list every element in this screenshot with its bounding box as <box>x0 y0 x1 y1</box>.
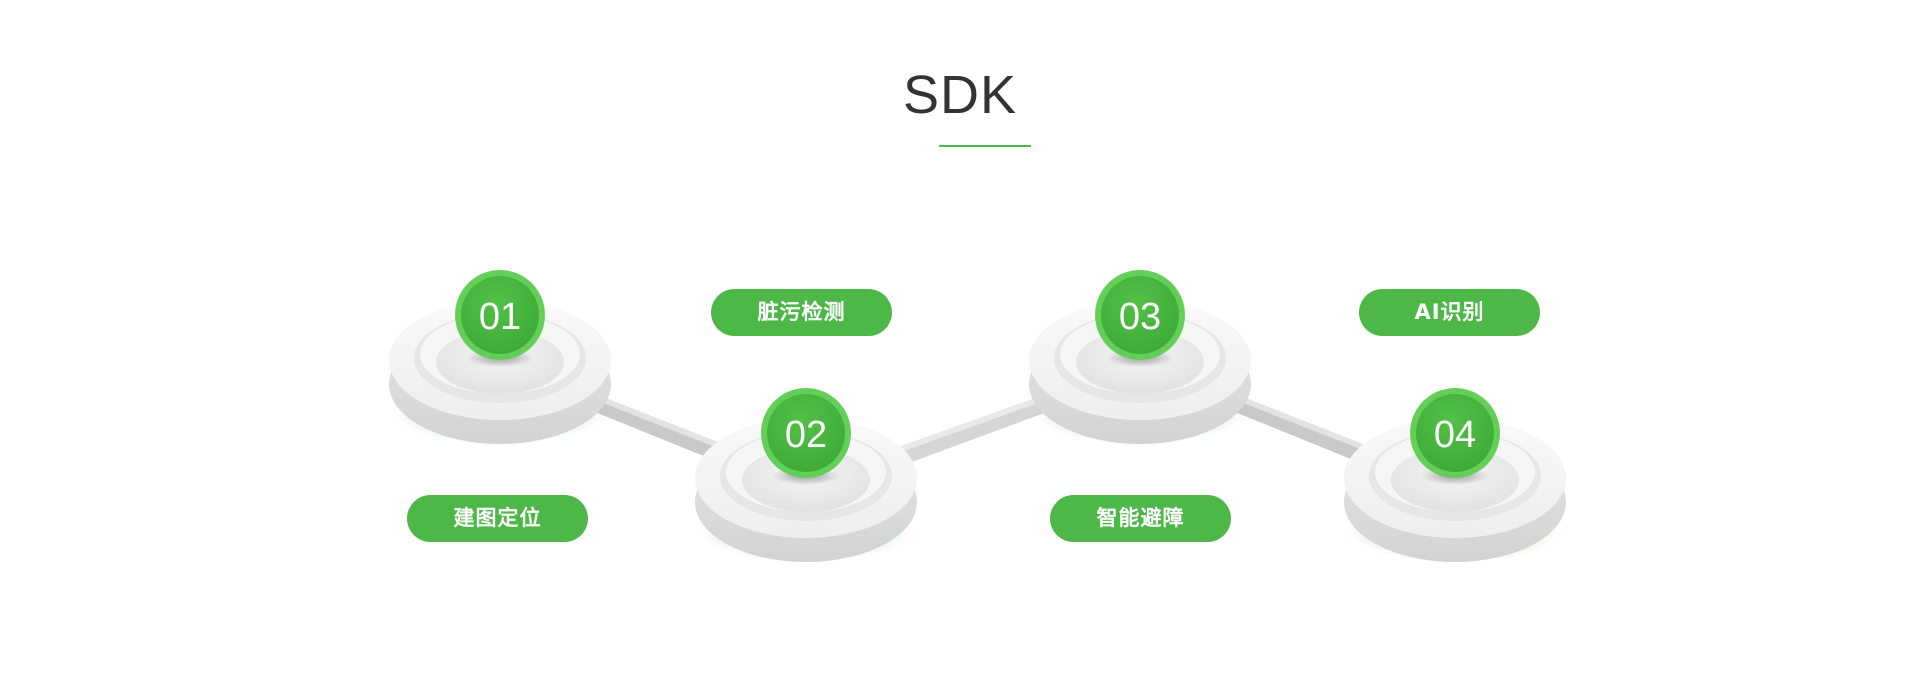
page-title: SDK <box>902 65 1018 125</box>
beam-2-3-top <box>890 390 1058 456</box>
beam-1-2-top <box>580 388 738 456</box>
step-node-04: 04 <box>1344 388 1566 562</box>
number-sphere <box>1416 394 1494 472</box>
number-sphere <box>767 394 845 472</box>
step-number: 02 <box>785 414 827 456</box>
step-label-01: 建图定位 <box>407 495 588 542</box>
step-number: 03 <box>1119 296 1161 338</box>
step-label-03: 智能避障 <box>1050 495 1231 542</box>
step-number: 01 <box>479 296 521 338</box>
number-sphere <box>461 276 539 354</box>
number-sphere <box>1101 276 1179 354</box>
step-label-04: AI识别 <box>1359 289 1540 336</box>
title-underline <box>939 145 1031 147</box>
step-node-01: 01 <box>389 270 611 444</box>
step-number: 04 <box>1434 414 1476 456</box>
connector-beams <box>580 388 1378 470</box>
step-node-02: 02 <box>695 388 917 562</box>
beam-3-4-top <box>1220 388 1378 456</box>
step-label-02: 脏污检测 <box>711 289 892 336</box>
step-node-03: 03 <box>1029 270 1251 444</box>
